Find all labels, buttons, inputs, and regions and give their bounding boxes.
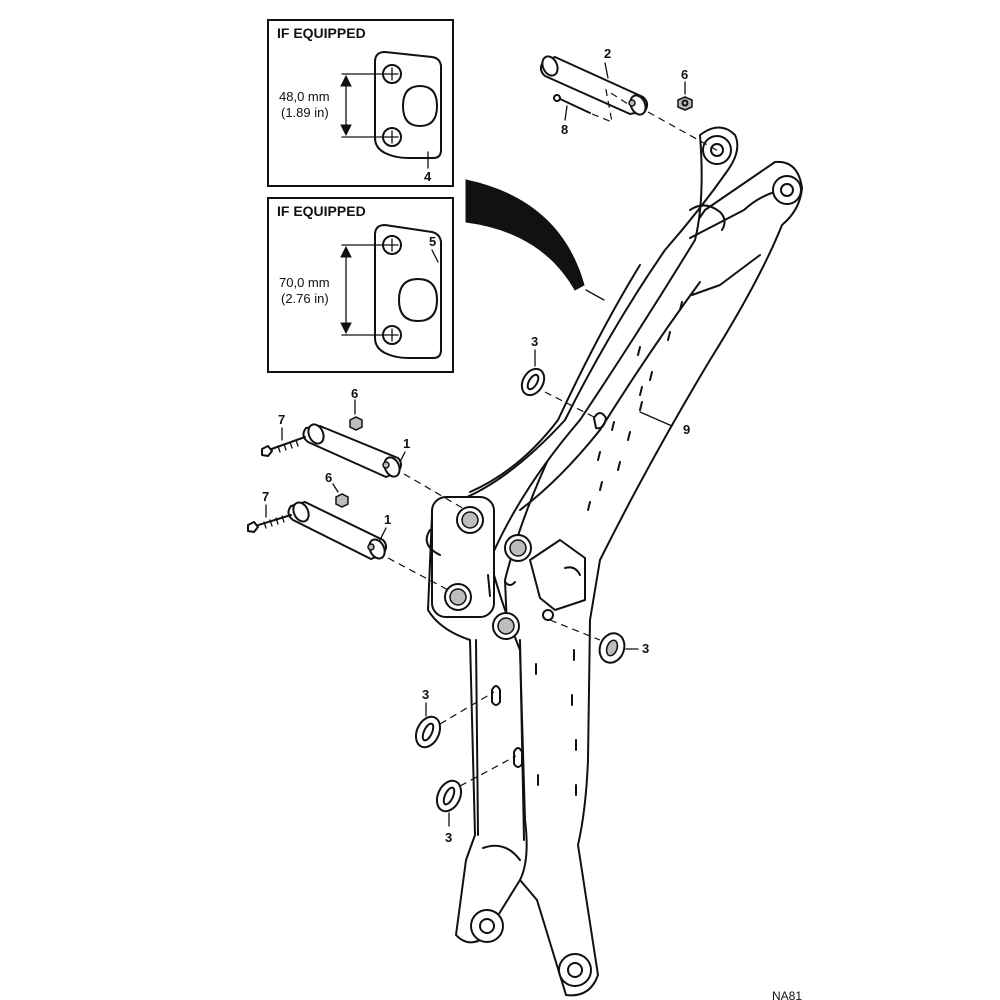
upper-pin-group: 2 6 8 (539, 46, 721, 153)
washer-lower-a: 3 (414, 687, 495, 749)
inset-part-5: IF EQUIPPED 70,0 mm (2.76 in) 5 (267, 197, 454, 373)
inset-title: IF EQUIPPED (277, 203, 366, 219)
callout-washer-lower-b: 3 (445, 830, 452, 845)
inset-part-4: IF EQUIPPED 48,0 mm (1.89 in) 4 (267, 19, 454, 187)
callout-nut-upper: 6 (681, 67, 688, 82)
callout-bolt-left-b: 7 (262, 489, 269, 504)
left-pin-group-b: 7 6 1 (247, 470, 453, 593)
callout-pin-upper: 2 (604, 46, 611, 61)
callout-nut-left-a: 6 (351, 386, 358, 401)
callout-washer-upper-arm: 3 (531, 334, 538, 349)
washer-lower-b: 3 (435, 755, 517, 845)
callout-pin-left-a: 1 (403, 436, 410, 451)
callout-bolt-upper: 8 (561, 122, 568, 137)
callout-nut-left-b: 6 (325, 470, 332, 485)
dimension-metric: 48,0 mm (279, 89, 330, 104)
washer-right: 3 (549, 619, 649, 664)
dimension-imperial: (2.76 in) (281, 291, 329, 306)
washer-upper-arm: 3 (520, 334, 597, 419)
callout-arm: 9 (683, 422, 690, 437)
inset-title: IF EQUIPPED (277, 25, 366, 41)
pointer-arrow (465, 179, 585, 291)
dimension-metric: 70,0 mm (279, 275, 330, 290)
callout-bolt-left-a: 7 (278, 412, 285, 427)
drawing-id: NA81 (772, 989, 802, 1000)
callout-pin-left-b: 1 (384, 512, 391, 527)
left-pin-group-a: 7 6 1 (261, 386, 467, 511)
dimension-imperial: (1.89 in) (281, 105, 329, 120)
arm: 9 (425, 126, 803, 997)
callout-part-4: 4 (424, 169, 432, 184)
callout-washer-lower-a: 3 (422, 687, 429, 702)
callout-part-5: 5 (429, 234, 436, 249)
callout-washer-right: 3 (642, 641, 649, 656)
